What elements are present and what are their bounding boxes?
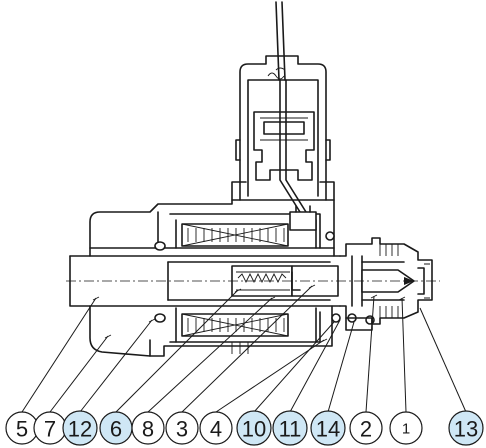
connector-housing (231, 55, 335, 201)
callout-circle (165, 411, 199, 445)
callout-3: 3 (165, 411, 199, 445)
leader-lines (21, 284, 467, 413)
callout-circle (310, 410, 346, 446)
callout-2: 2 (349, 411, 383, 445)
callout-circle (349, 411, 383, 445)
callout-number: 12 (68, 417, 92, 442)
callout-12: 12 (62, 410, 98, 446)
callout-number: 7 (44, 417, 56, 442)
callout-14: 14 (310, 410, 346, 446)
callout-number: 4 (210, 417, 222, 442)
callout-1: 1 (389, 411, 423, 445)
internal-wires (279, 79, 307, 213)
callout-number: 11 (279, 417, 302, 442)
plunger-tube (69, 247, 341, 357)
coil-winding-upper (181, 223, 289, 247)
callout-4: 4 (199, 411, 233, 445)
callout-number: 8 (142, 417, 154, 442)
callout-number: 3 (176, 417, 188, 442)
callout-circle (236, 410, 272, 446)
callout-11: 11 (272, 410, 308, 446)
callout-circle (389, 411, 423, 445)
callout-10: 10 (236, 410, 272, 446)
coil-housing (89, 199, 335, 249)
callout-6: 6 (99, 411, 133, 445)
callout-number: 14 (316, 417, 340, 442)
callout-number: 2 (360, 417, 372, 442)
callout-circle (131, 411, 165, 445)
o-rings (154, 231, 396, 325)
coil-housing-lower (149, 305, 333, 357)
callout-circle (448, 410, 484, 446)
callout-number: 1 (402, 421, 410, 438)
callout-number: 10 (242, 417, 266, 442)
callout-number: 6 (110, 417, 122, 442)
callout-5: 5 (5, 411, 39, 445)
callout-7: 7 (33, 411, 67, 445)
callout-8: 8 (131, 411, 165, 445)
callout-circle (199, 411, 233, 445)
callout-13: 13 (448, 410, 484, 446)
callout-number: 5 (16, 417, 28, 442)
callout-number: 13 (454, 417, 478, 442)
callout-circle (272, 410, 308, 446)
callout-circle (62, 410, 98, 446)
connector-cable (275, 1, 286, 81)
